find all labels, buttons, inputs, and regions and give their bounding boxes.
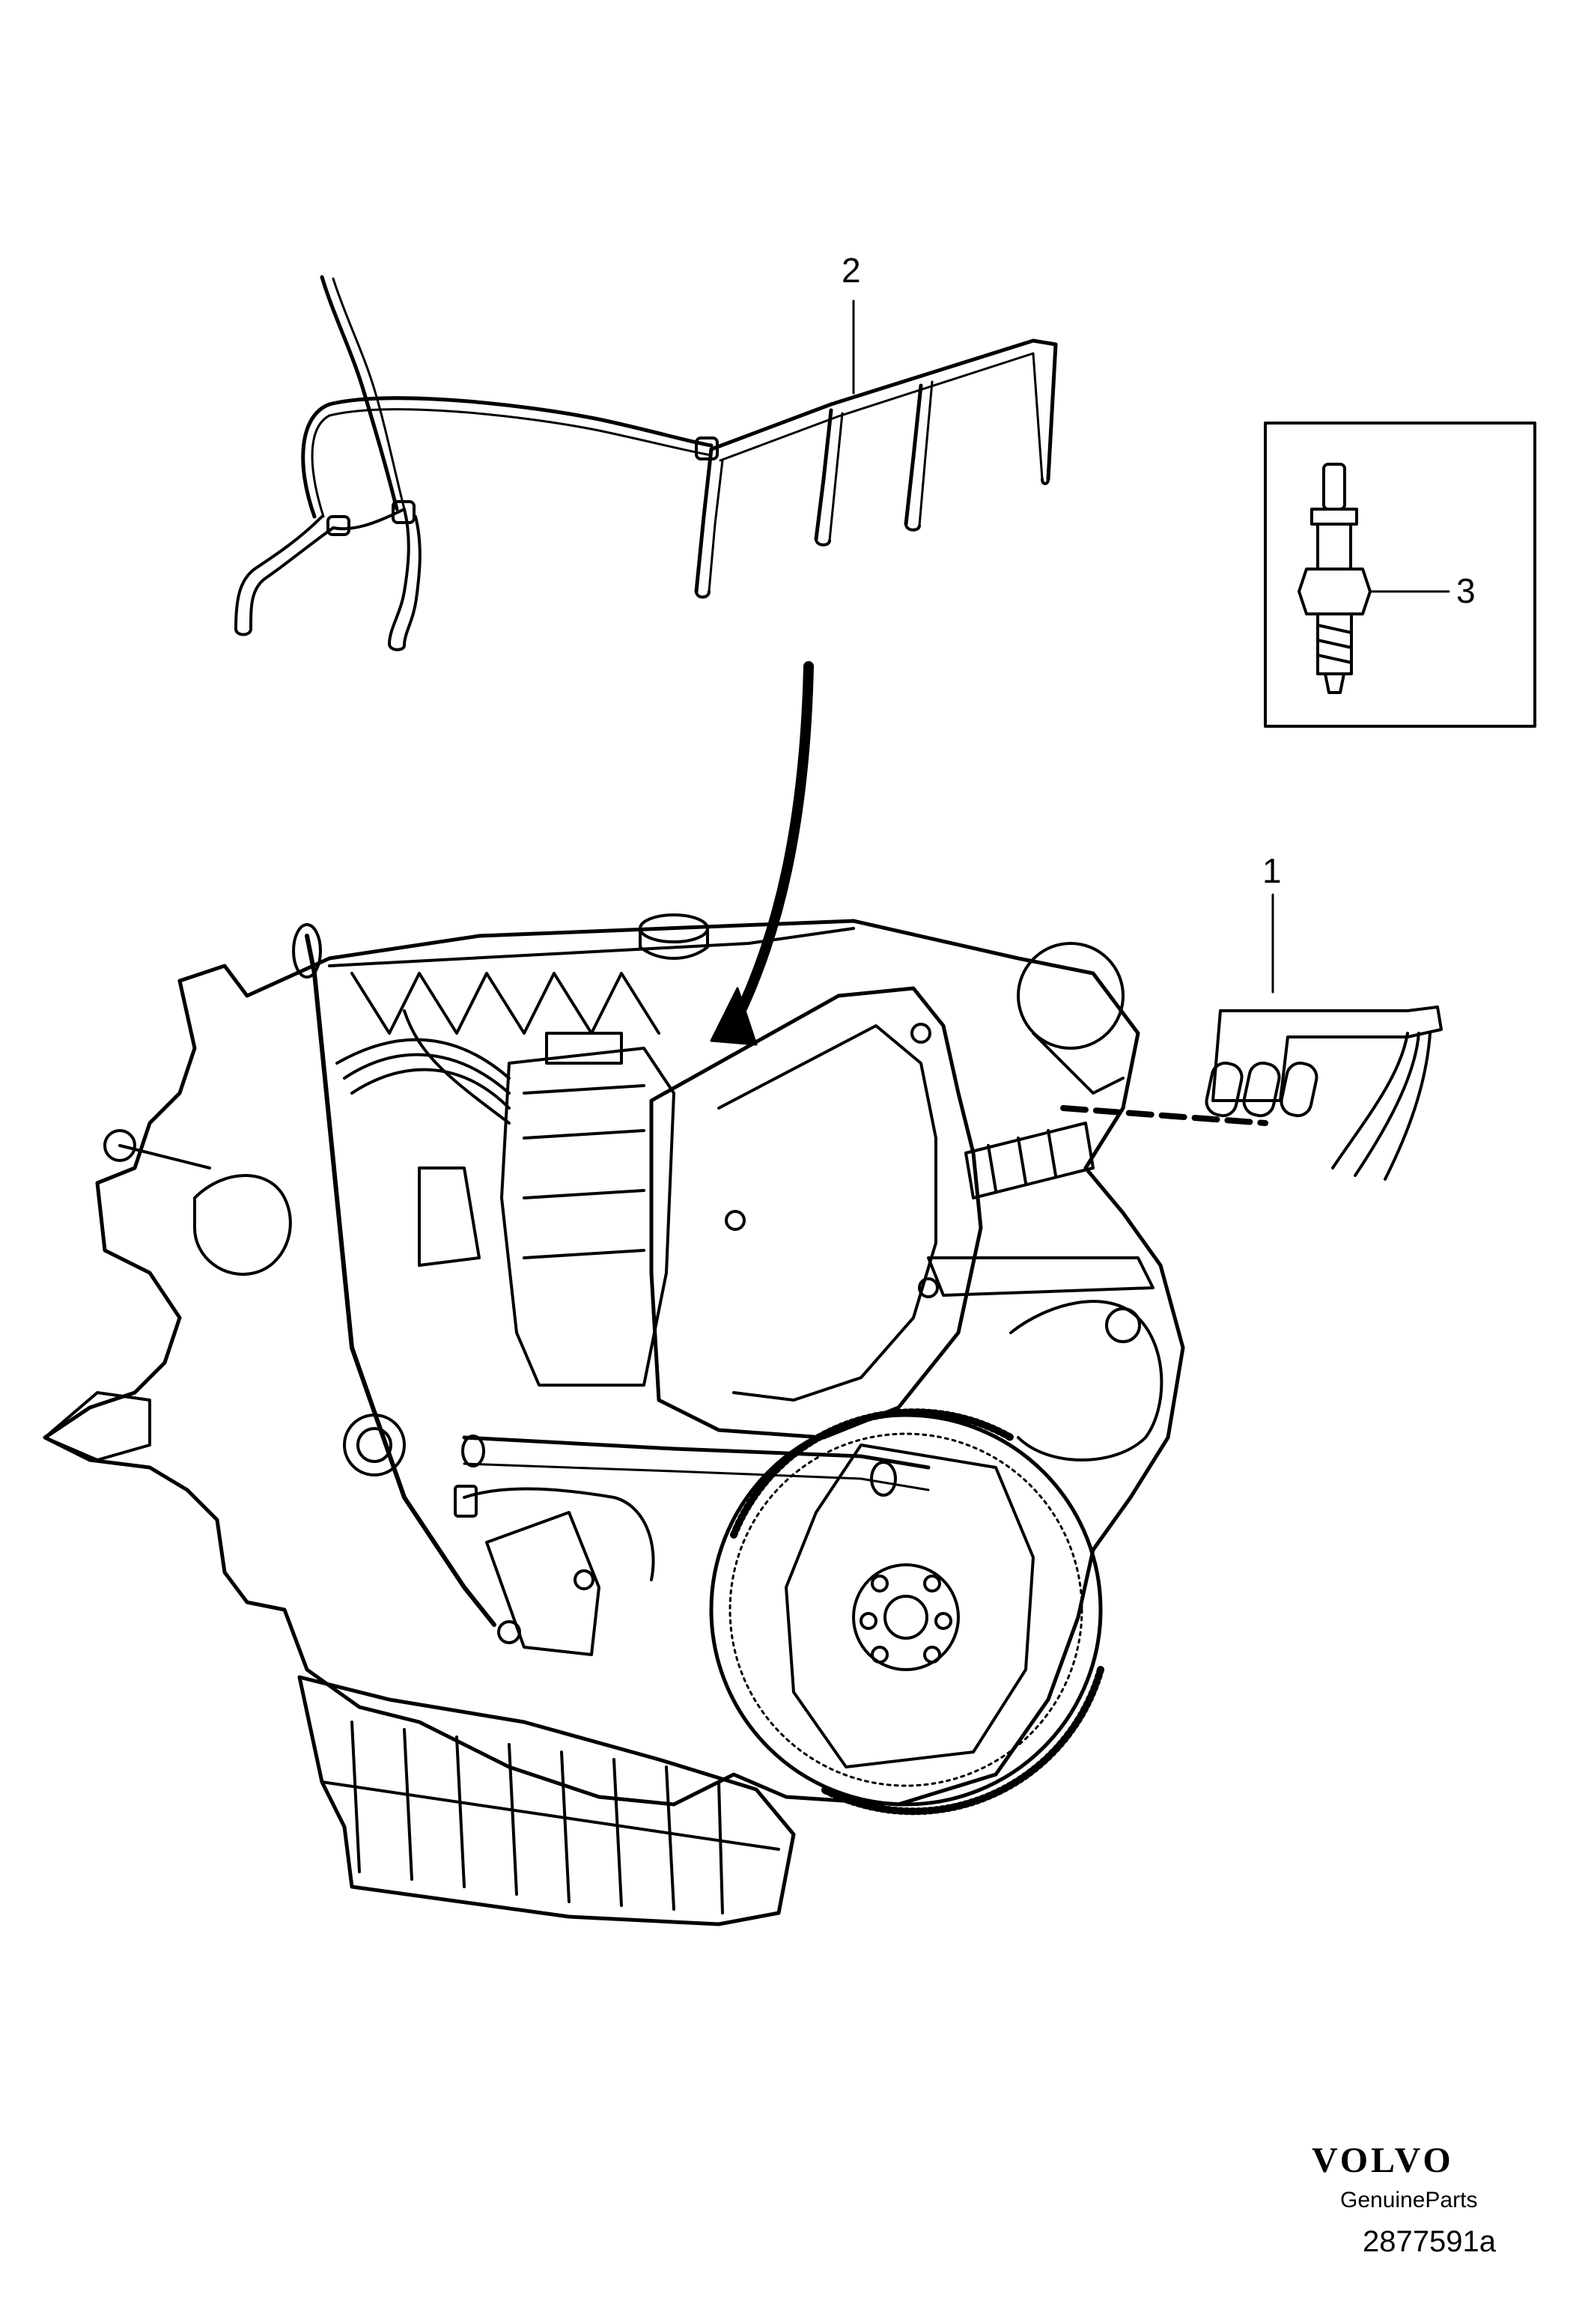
callout-2: 2 (842, 251, 861, 290)
volvo-logo-text: VOLVO (1312, 2141, 1454, 2180)
callout-1: 1 (1262, 851, 1282, 890)
diagram-reference-number: 2877591a (1363, 2225, 1496, 2258)
engine-assembly (43, 913, 1185, 1926)
genuine-parts-label: GenuineParts (1340, 2188, 1478, 2212)
glow-plug-harness-part-2 (234, 275, 1058, 651)
callout-3: 3 (1456, 571, 1476, 610)
glow-plug-connector-part-1 (1060, 893, 1443, 1181)
glow-plug-inset-part-3 (1264, 422, 1536, 728)
installation-arrow (710, 661, 814, 1046)
